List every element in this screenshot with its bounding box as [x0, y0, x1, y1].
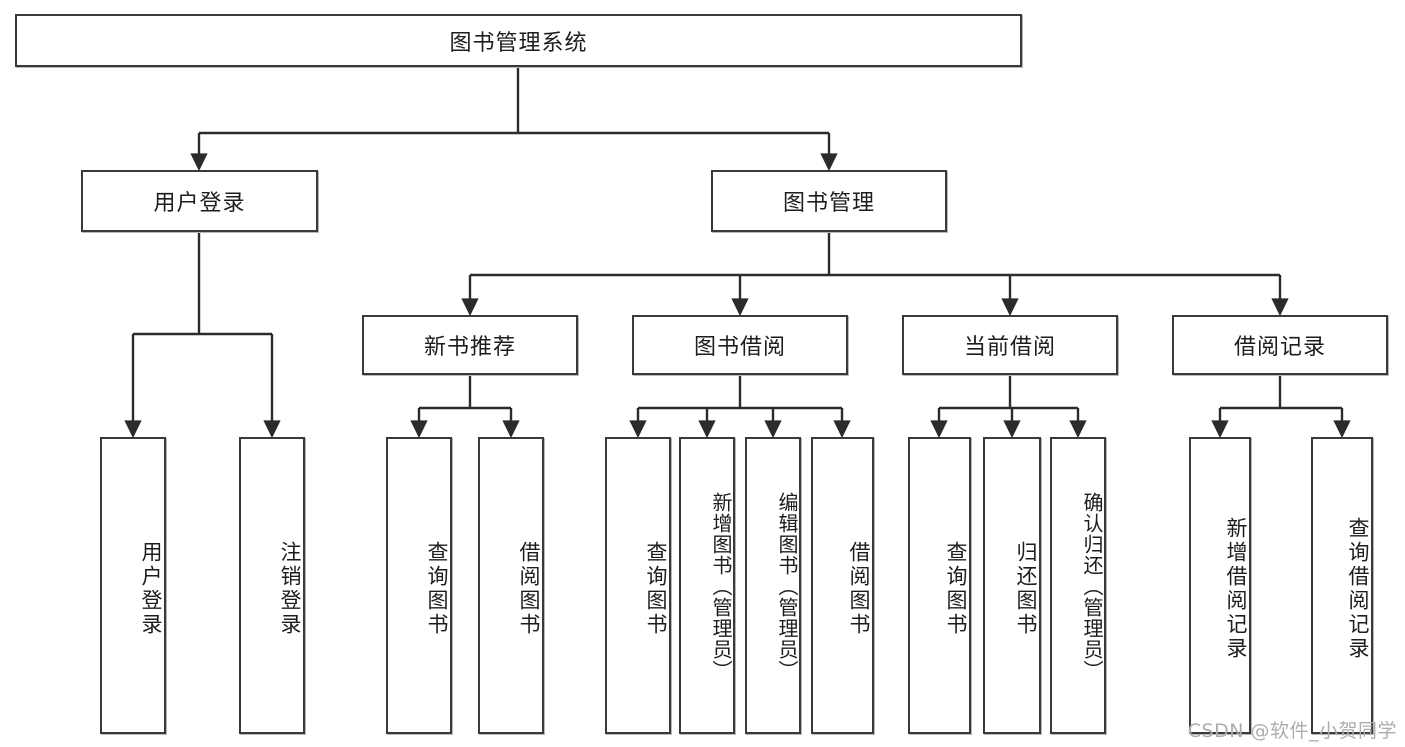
leaf-confirm-return-admin[interactable]: 确认归还（管理员） — [1050, 437, 1106, 734]
node-label: 借阅记录 — [1233, 335, 1326, 360]
node-label: 查询借阅记录 — [1346, 516, 1370, 661]
node-label: 图书管理系统 — [449, 30, 588, 56]
leaf-query-borrow-record[interactable]: 查询借阅记录 — [1311, 437, 1373, 734]
node-borrow-record[interactable]: 借阅记录 — [1172, 315, 1388, 375]
node-label: 新增借阅记录 — [1224, 516, 1248, 661]
node-label: 当前借阅 — [963, 335, 1056, 360]
node-root[interactable]: 图书管理系统 — [15, 14, 1022, 67]
node-label: 图书管理 — [782, 191, 875, 216]
node-label: 归还图书 — [1014, 540, 1038, 637]
node-label: 查询图书 — [425, 540, 449, 637]
leaf-add-book-admin[interactable]: 新增图书（管理员） — [679, 437, 735, 734]
node-label: 用户登录 — [139, 540, 163, 637]
node-label: 查询图书 — [644, 540, 668, 637]
leaf-logout[interactable]: 注销登录 — [239, 437, 305, 734]
node-label: 查询图书 — [944, 540, 968, 637]
leaf-borrow-book-recommend[interactable]: 借阅图书 — [478, 437, 544, 734]
leaf-edit-book-admin[interactable]: 编辑图书（管理员） — [745, 437, 801, 734]
node-label: 确认归还（管理员） — [1080, 492, 1104, 681]
leaf-borrow-book[interactable]: 借阅图书 — [811, 437, 874, 734]
leaf-query-book-recommend[interactable]: 查询图书 — [386, 437, 452, 734]
leaf-user-login[interactable]: 用户登录 — [100, 437, 166, 734]
node-label: 新增图书（管理员） — [709, 492, 733, 681]
node-current-borrow[interactable]: 当前借阅 — [902, 315, 1118, 375]
node-label: 注销登录 — [278, 540, 302, 637]
node-label: 借阅图书 — [517, 540, 541, 637]
node-book-management-module[interactable]: 图书管理 — [711, 170, 947, 232]
node-new-book-recommend[interactable]: 新书推荐 — [362, 315, 578, 375]
node-label: 编辑图书（管理员） — [775, 492, 799, 681]
leaf-add-borrow-record[interactable]: 新增借阅记录 — [1189, 437, 1251, 734]
watermark: CSDN @软件_小贺同学 — [1187, 720, 1397, 742]
node-label: 图书借阅 — [693, 335, 786, 360]
leaf-query-book-current[interactable]: 查询图书 — [908, 437, 971, 734]
leaf-query-book-borrow[interactable]: 查询图书 — [605, 437, 671, 734]
leaf-return-book[interactable]: 归还图书 — [983, 437, 1041, 734]
node-label: 新书推荐 — [423, 335, 516, 360]
node-label: 借阅图书 — [847, 540, 871, 637]
node-user-login-module[interactable]: 用户登录 — [81, 170, 318, 232]
node-book-borrow[interactable]: 图书借阅 — [632, 315, 848, 375]
node-label: 用户登录 — [153, 191, 246, 216]
